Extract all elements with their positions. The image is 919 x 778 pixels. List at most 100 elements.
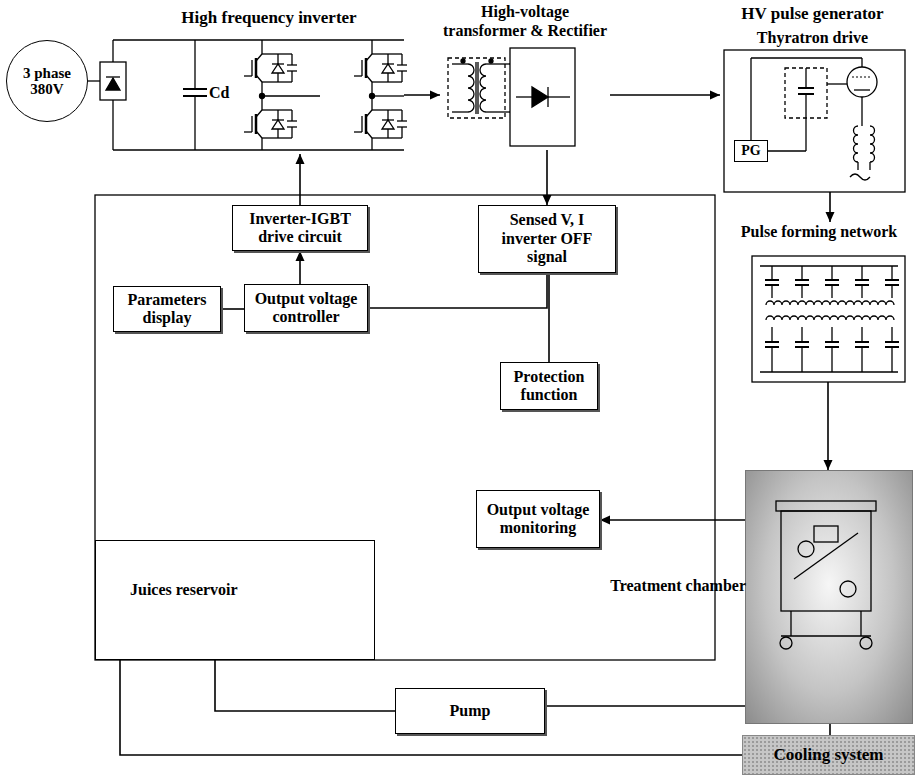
diode-symbol (382, 64, 394, 73)
wire (794, 533, 858, 579)
component-label: Cd (209, 84, 229, 102)
wire (801, 327, 802, 342)
node-label: Parameters display (119, 291, 215, 328)
wire (194, 96, 195, 150)
wire (372, 81, 402, 82)
wire (771, 327, 772, 342)
connector (600, 516, 745, 525)
connector-line (827, 382, 829, 470)
coil-symbol (870, 126, 875, 162)
wire (365, 114, 368, 134)
electrode (814, 526, 838, 542)
wire (861, 327, 862, 342)
node-label: Cooling system (773, 745, 883, 765)
connector (215, 660, 395, 711)
wire (262, 81, 292, 82)
node-label: High frequency inverter (144, 8, 394, 28)
node-label: PG (741, 143, 760, 160)
wire (382, 119, 394, 120)
chamber-lid (776, 501, 876, 511)
wire (857, 162, 858, 170)
connector (610, 91, 720, 100)
network-group: Pulse forming network (730, 222, 908, 382)
connector-line (829, 724, 831, 735)
wire (831, 266, 832, 280)
wire (113, 149, 404, 150)
wire (860, 611, 861, 636)
diode-symbol (532, 87, 548, 107)
inductor-symbol (766, 316, 894, 320)
connector-line (368, 273, 547, 308)
wire (401, 110, 402, 121)
connector-line (120, 660, 742, 755)
wire (861, 97, 862, 126)
transformer-outline (448, 58, 505, 118)
electrode (798, 541, 814, 557)
wire (825, 279, 839, 281)
wire (831, 285, 832, 298)
wire (371, 40, 372, 54)
wire (861, 266, 862, 280)
wire (831, 347, 832, 372)
wire (401, 71, 402, 82)
wire (852, 77, 872, 78)
wire (251, 60, 252, 76)
wire (255, 58, 258, 78)
wire (768, 150, 806, 151)
wire (869, 162, 870, 170)
wire (516, 96, 532, 97)
circuit-group: High frequency inverter 3 phase 380V (4, 4, 404, 154)
wire (475, 62, 476, 114)
node-label: Sensed V, I inverter OFF signal (484, 211, 610, 266)
wire (287, 64, 297, 65)
wire (106, 76, 120, 77)
pulse-generator-box: PG (734, 140, 768, 162)
wire (183, 88, 207, 90)
wire (291, 110, 292, 121)
arrowhead (826, 212, 835, 222)
wire (372, 53, 402, 54)
connector (826, 192, 835, 222)
wire (251, 116, 252, 132)
wire (262, 95, 320, 96)
wire (801, 285, 802, 298)
electrode (840, 581, 856, 597)
wire (452, 111, 468, 112)
node-label: Output voltage monitoring (482, 501, 594, 538)
connector (296, 251, 305, 284)
arrowhead (430, 91, 440, 100)
circuit-group: High-voltage transformer & Rectifier (440, 2, 610, 150)
connector (404, 91, 440, 100)
wire (827, 83, 847, 84)
wire (244, 75, 252, 76)
connector (830, 724, 831, 735)
diode-symbol (272, 64, 284, 73)
wire (771, 266, 772, 280)
node-label: Juices reservoir (130, 581, 238, 599)
wire (798, 87, 814, 89)
wire (885, 279, 899, 281)
process-box: Protection function (500, 362, 598, 410)
wire (771, 285, 772, 298)
diode-symbol (272, 120, 284, 129)
wire (805, 68, 806, 88)
wire (486, 63, 510, 64)
wheel (780, 637, 792, 649)
wire (261, 40, 262, 54)
power-source: 3 phase 380V (6, 40, 88, 122)
wire (855, 279, 869, 281)
process-box: Sensed V, I inverter OFF signal (478, 205, 616, 273)
wire (795, 341, 809, 343)
ac-source-symbol (850, 174, 870, 180)
process-box: Inverter-IGBT drive circuit (232, 205, 368, 251)
wire (354, 131, 362, 132)
chamber-body (781, 511, 871, 611)
wire (751, 57, 862, 58)
wire (371, 138, 372, 150)
sub-label: Thyratron drive (720, 28, 905, 47)
wire (112, 100, 113, 150)
arrowhead (543, 195, 552, 205)
arrowhead (600, 516, 610, 525)
wire (831, 327, 832, 342)
wire (801, 266, 802, 280)
